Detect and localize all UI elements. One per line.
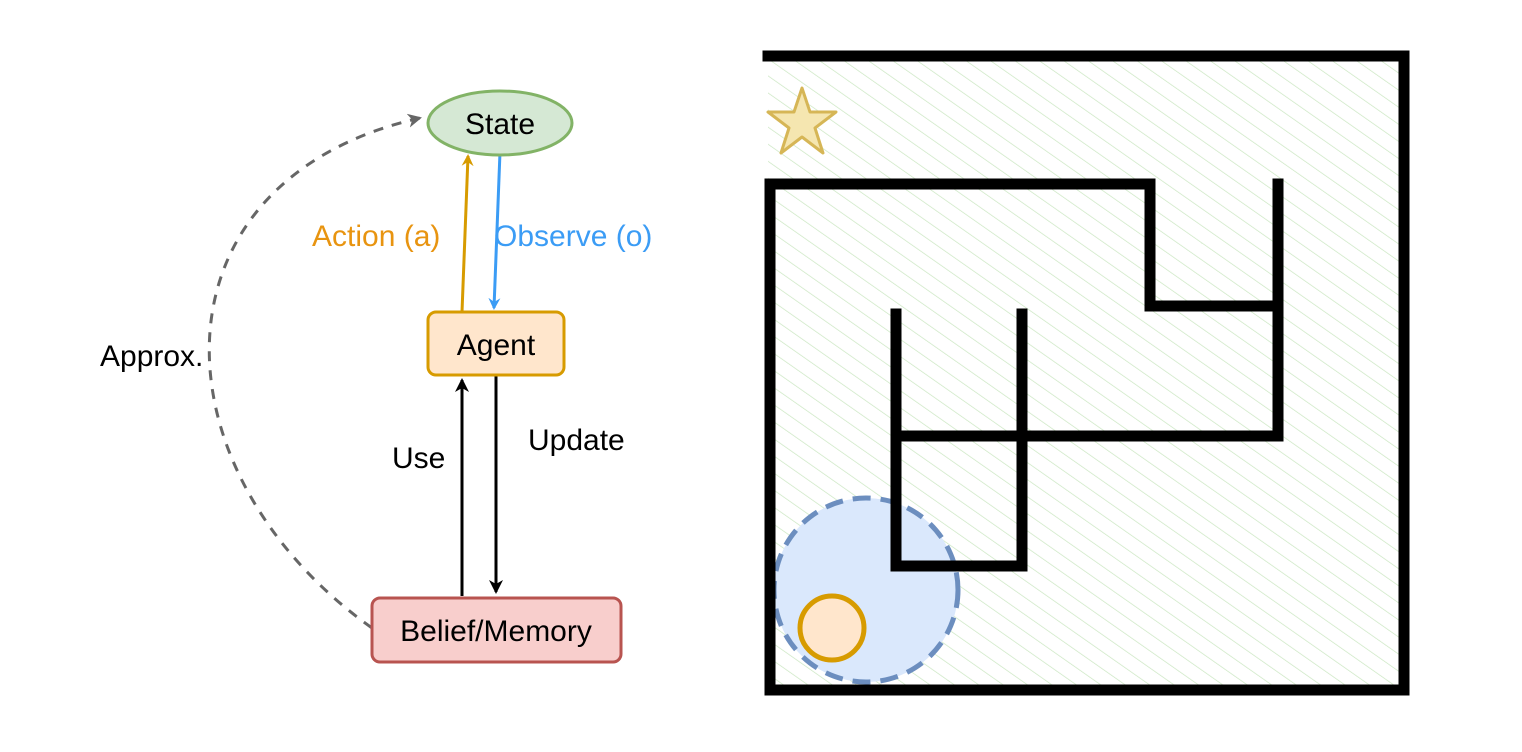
maze-walls bbox=[762, 50, 1410, 696]
star-icon bbox=[766, 86, 838, 155]
agent-circle-icon bbox=[797, 593, 867, 663]
maze bbox=[762, 50, 1410, 696]
outer-wall bbox=[762, 50, 1410, 696]
observe-edge bbox=[488, 151, 502, 310]
approx-label: Approx. bbox=[100, 340, 203, 373]
use-label: Use bbox=[392, 442, 445, 475]
action-label: Action (a) bbox=[312, 220, 440, 253]
inner-wall-left bbox=[764, 178, 1284, 696]
belief-label: Belief/Memory bbox=[400, 615, 592, 648]
observe-label: Observe (o) bbox=[494, 220, 652, 253]
flow-diagram: Approx. Action (a) Observe (o) Use Updat… bbox=[100, 89, 652, 664]
belief-node bbox=[370, 596, 623, 664]
observation-radius bbox=[771, 495, 961, 685]
state-node bbox=[426, 89, 574, 157]
approx-edge bbox=[207, 113, 422, 630]
agent-node bbox=[426, 310, 566, 377]
action-edge bbox=[460, 154, 474, 313]
update-label: Update bbox=[528, 424, 625, 457]
state-label: State bbox=[465, 108, 535, 141]
agent-label: Agent bbox=[457, 329, 536, 362]
